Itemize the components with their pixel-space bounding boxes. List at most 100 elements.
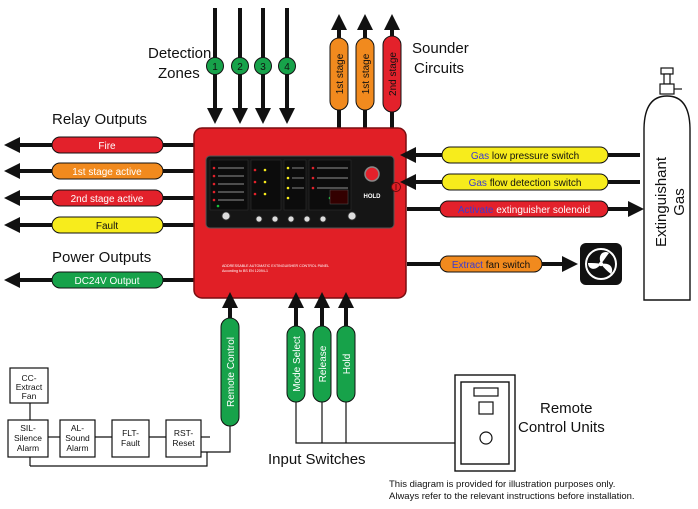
sounder-1-label: 1st stage: [335, 53, 346, 94]
relay-2nd-stage-label: 2nd stage active: [71, 194, 144, 205]
control-panel: HOLD ADDRESSABLE AUTOMATIC EXTINGUISHER …: [193, 127, 407, 299]
remote-device-silence-alarm-line-1: SIL-: [20, 423, 36, 433]
sounder-circuits: 1st stage 1st stage 2nd stage: [329, 14, 402, 128]
remote-control-label: Remote Control: [226, 337, 237, 407]
zone-3-connection: 3: [254, 8, 272, 124]
gas-inputs: Gas low pressure switch Gas flow detecti…: [400, 146, 640, 191]
gas-flow-detection-label: Gas flow detection switch: [469, 178, 582, 189]
panel-key-sound[interactable]: [287, 215, 295, 223]
zone-4-label: 4: [284, 62, 290, 73]
remote-control-units-heading-2: Control Units: [518, 419, 605, 436]
remote-unit-indicator: [478, 401, 494, 415]
panel-key-reset[interactable]: [271, 215, 279, 223]
sounder-3-connection: 2nd stage: [382, 14, 402, 128]
sounder-circuits-heading-2: Circuits: [414, 60, 464, 77]
panel-title: ADDRESSABLE AUTOMATIC EXTINGUISHER CONTR…: [222, 264, 329, 268]
remote-device-reset: RST- Reset: [165, 419, 202, 458]
relay-outputs-heading: Relay Outputs: [52, 111, 147, 128]
cylinder-body: [643, 95, 691, 301]
sounder-circuits-heading: Sounder: [412, 40, 469, 57]
sounder-1-tag: [329, 37, 349, 111]
disclaimer-line-1: This diagram is provided for illustratio…: [389, 479, 615, 490]
solenoid-label: Activate extinguisher solenoid: [458, 205, 590, 216]
power-outputs-heading: Power Outputs: [52, 249, 151, 266]
zone-1-connection: 1: [206, 8, 224, 124]
panel-hold-button[interactable]: [364, 166, 380, 182]
input-switches: Mode Select Release Hold: [286, 292, 461, 444]
relay-2nd-stage-tag: [51, 189, 164, 207]
relay-fault-label: Fault: [96, 221, 118, 232]
panel-key-right[interactable]: [347, 211, 357, 221]
power-dc24v-tag: [51, 271, 164, 289]
panel-key-test[interactable]: [303, 215, 311, 223]
switch-hold-label: Hold: [342, 354, 353, 375]
relay-1st-stage-tag: [51, 162, 164, 180]
sounder-3-tag: [382, 35, 402, 113]
sounder-2-label: 1st stage: [361, 53, 372, 94]
extract-fan-rest: fan switch: [483, 260, 530, 271]
solenoid-highlight: Activate: [458, 205, 494, 216]
gas-flow-detection-tag: [441, 173, 609, 191]
cylinder-valve-cap: [660, 67, 674, 75]
extract-fan-highlight: Extract: [452, 260, 483, 271]
sounder-2-connection: 1st stage: [355, 14, 375, 128]
remote-device-sound-alarm-line-2: Sound: [65, 433, 90, 443]
input-switches-heading: Input Switches: [268, 451, 366, 468]
remote-control-wiring: Remote Control CC- Extract Fan SIL- Sile…: [7, 292, 240, 467]
gas-low-pressure-highlight: Gas: [471, 151, 489, 162]
remote-device-reset-line-1: RST-: [174, 428, 194, 438]
sounder-1-connection: 1st stage: [329, 14, 349, 128]
panel-key-enter[interactable]: [319, 215, 327, 223]
gas-cylinder: Extinguishant Gas: [643, 67, 691, 301]
panel-key-mute[interactable]: [255, 215, 263, 223]
panel-key-left[interactable]: [221, 211, 231, 221]
remote-control-unit: [454, 374, 516, 472]
remote-control-units-heading: Remote: [540, 400, 593, 417]
zone-3-label: 3: [260, 62, 266, 73]
zone-1-badge: [206, 57, 224, 75]
power-outputs: DC24V Output: [4, 271, 195, 289]
sounder-2-tag: [355, 37, 375, 111]
remote-device-extract-fan-line-3: Fan: [22, 391, 37, 401]
extract-fan-output: Extract fan switch: [407, 243, 622, 285]
relay-fault-tag: [51, 216, 164, 234]
remote-device-silence-alarm: SIL- Silence Alarm: [7, 419, 49, 458]
panel-hold-label: HOLD: [364, 194, 382, 200]
remote-unit-display: [473, 387, 499, 397]
power-dc24v-label: DC24V Output: [74, 276, 139, 287]
remote-device-fault-line-1: FLT-: [122, 428, 139, 438]
switch-release-label: Release: [318, 345, 329, 382]
zone-4-connection: 4: [278, 8, 296, 124]
remote-device-extract-fan-line-1: CC-: [21, 373, 36, 383]
remote-device-sound-alarm: AL- Sound Alarm: [59, 419, 96, 458]
switch-mode-select-label: Mode Select: [292, 336, 303, 392]
remote-device-extract-fan-line-2: Extract: [16, 382, 43, 392]
gas-flow-detection-rest: flow detection switch: [487, 178, 582, 189]
zone-2-connection: 2: [231, 8, 249, 124]
zone-4-badge: [278, 57, 296, 75]
remote-device-silence-alarm-line-2: Silence: [14, 433, 42, 443]
gas-low-pressure-rest: low pressure switch: [489, 151, 579, 162]
solenoid-tag: [439, 200, 609, 218]
zone-2-label: 2: [237, 62, 243, 73]
relay-1st-stage-label: 1st stage active: [72, 167, 142, 178]
detection-zones-heading: Detection: [148, 45, 211, 62]
solenoid-rest: extinguisher solenoid: [493, 205, 590, 216]
gas-low-pressure-tag: [441, 146, 609, 164]
zone-2-badge: [231, 57, 249, 75]
extract-fan-label: Extract fan switch: [452, 260, 530, 271]
detection-zones-heading-2: Zones: [158, 65, 200, 82]
remote-device-sound-alarm-line-1: AL-: [71, 423, 84, 433]
remote-device-reset-line-2: Reset: [172, 438, 195, 448]
panel-digit-display: [329, 189, 349, 205]
panel-subtitle: According to BS EN 12094-1: [222, 269, 268, 273]
disclaimer-line-2: Always refer to the relevant instruction…: [389, 491, 635, 502]
remote-unit-button[interactable]: [479, 431, 493, 445]
remote-device-extract-fan: CC- Extract Fan: [9, 367, 49, 404]
gas-low-pressure-label: Gas low pressure switch: [471, 151, 579, 162]
remote-device-silence-alarm-line-3: Alarm: [17, 443, 39, 453]
solenoid-output: Activate extinguisher solenoid: [407, 200, 644, 218]
remote-device-sound-alarm-line-3: Alarm: [66, 443, 88, 453]
